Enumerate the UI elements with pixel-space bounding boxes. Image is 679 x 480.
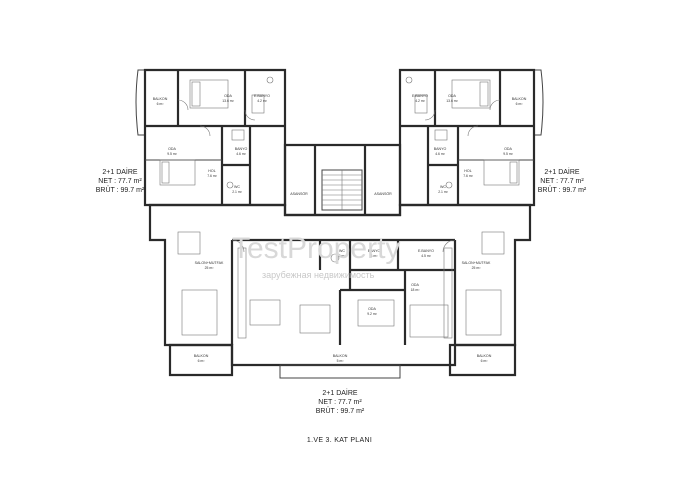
watermark-brand: TestProperty (232, 232, 401, 265)
unit-gross-area: BRÜT : 99.7 m² (315, 408, 365, 415)
unit-net-area: NET : 77.7 m² (540, 178, 584, 185)
unit-type: 2+1 DAİRE (322, 390, 358, 397)
room-name: BALKON (512, 97, 527, 101)
unit-net-area: NET : 77.7 m² (98, 178, 142, 185)
room-name: E.BANYO (412, 94, 428, 98)
unit-type: 2+1 DAİRE (102, 169, 138, 176)
room-name: E.BANYO (418, 249, 434, 253)
unit-gross-area: BRÜT : 99.7 m² (95, 187, 145, 194)
room-name: SALON+MUTFAK (462, 261, 491, 265)
plan-title: 1.VE 3. KAT PLANI (306, 437, 373, 444)
room-name: BANYO (368, 249, 381, 253)
room-name: HOL (208, 169, 215, 173)
lower-apartments: SALON+MUTFAK 25 m² SALON+MUTFAK 25 m² WC… (148, 203, 532, 379)
room-area: 7.6 m² (207, 174, 217, 178)
room-name: BALKON (477, 354, 492, 358)
room-area: 9.5 m² (503, 152, 513, 156)
room-name: ASANSÖR (374, 192, 392, 196)
room-area: 18 m² (411, 288, 421, 292)
room-name: ODA (224, 94, 232, 98)
room-area: 6 m² (481, 359, 489, 363)
room-area: 2 m² (339, 254, 347, 258)
room-area: 6 m² (516, 102, 524, 106)
room-area: 4.2 m² (415, 99, 425, 103)
room-area: 5 m² (337, 359, 345, 363)
room-area: 13.6 m² (222, 99, 234, 103)
room-name: SALON+MUTFAK (195, 261, 224, 265)
room-name: ODA (368, 307, 376, 311)
room-name: E.BANYO (254, 94, 270, 98)
room-area: 4.6 m² (236, 152, 246, 156)
room-area: 4 m² (371, 254, 379, 258)
room-area: 4.6 m² (435, 152, 445, 156)
room-area: 4.2 m² (257, 99, 267, 103)
room-area: 9.2 m² (367, 312, 377, 316)
room-name: ODA (411, 283, 419, 287)
watermark-tagline: зарубежная недвижимость (262, 270, 375, 280)
upper-right-apartment: BALKON 6 m² ODA 13.6 m² E.BANYO 4.2 m² O… (398, 68, 544, 207)
room-area: 2.1 m² (232, 190, 242, 194)
room-area: 25 m² (472, 266, 482, 270)
room-name: WC (339, 249, 345, 253)
room-name: BALKON (194, 354, 209, 358)
room-name: WC (440, 185, 446, 189)
room-name: ODA (448, 94, 456, 98)
unit-type: 2+1 DAİRE (544, 169, 580, 176)
room-name: ASANSÖR (290, 192, 308, 196)
room-name: WC (234, 185, 240, 189)
unit-net-area: NET : 77.7 m² (318, 399, 362, 406)
room-area: 2.1 m² (438, 190, 448, 194)
unit-info-right: 2+1 DAİRE NET : 77.7 m² BRÜT : 99.7 m² (527, 168, 597, 195)
room-area: 7.6 m² (463, 174, 473, 178)
room-name: BALKON (153, 97, 168, 101)
room-name: ODA (504, 147, 512, 151)
room-name: BALKON (333, 354, 348, 358)
unit-gross-area: BRÜT : 99.7 m² (537, 187, 587, 194)
unit-info-bottom: 2+1 DAİRE NET : 77.7 m² BRÜT : 99.7 m² (305, 389, 375, 416)
room-name: ODA (168, 147, 176, 151)
room-area: 4.5 m² (421, 254, 431, 258)
room-area: 25 m² (205, 266, 215, 270)
room-area: 13.6 m² (446, 99, 458, 103)
room-area: 6 m² (157, 102, 165, 106)
room-area: 9.5 m² (167, 152, 177, 156)
room-name: BANYO (235, 147, 248, 151)
room-area: 6 m² (198, 359, 206, 363)
unit-info-left: 2+1 DAİRE NET : 77.7 m² BRÜT : 99.7 m² (85, 168, 155, 195)
stair-treads (322, 174, 362, 206)
room-name: HOL (464, 169, 471, 173)
building-core: ASANSÖR ASANSÖR (283, 143, 402, 217)
room-name: BANYO (434, 147, 447, 151)
upper-left-apartment: BALKON 6 m² ODA 13.6 m² E.BANYO 4.2 m² O… (135, 68, 287, 207)
